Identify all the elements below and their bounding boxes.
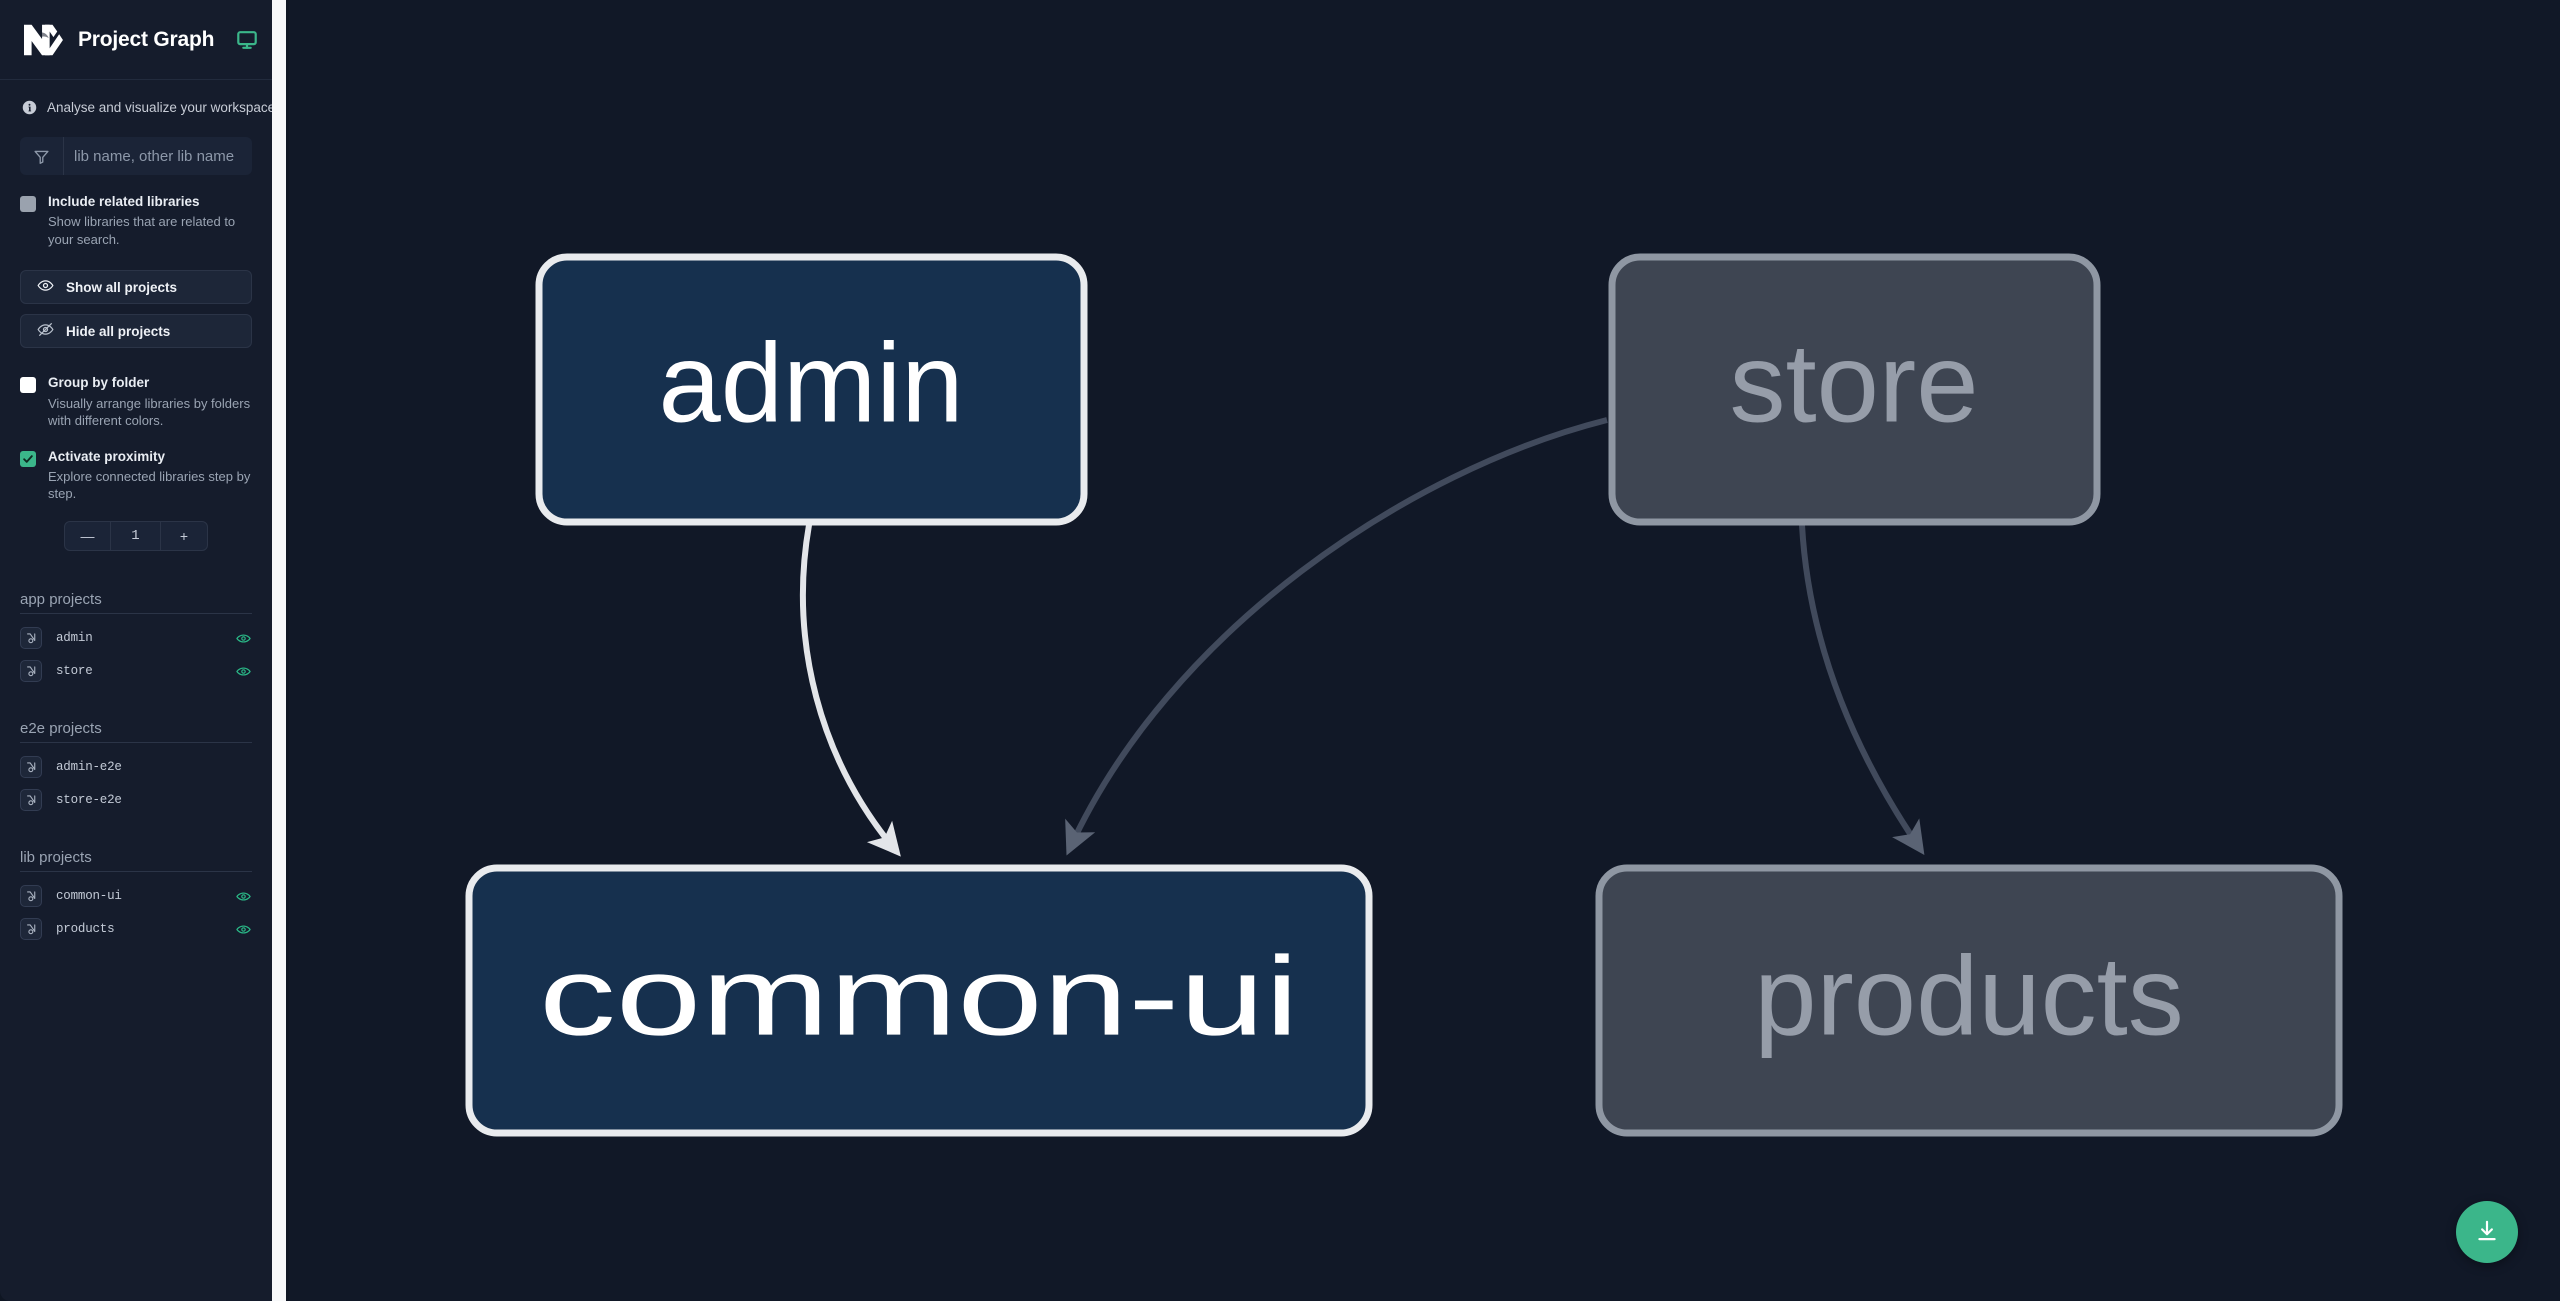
sidebar-gap <box>286 0 289 1301</box>
eye-icon[interactable] <box>235 630 252 647</box>
nx-project-icon <box>20 789 42 812</box>
eye-off-icon <box>37 321 54 341</box>
list-item[interactable]: admin-e2e <box>20 751 252 784</box>
list-item[interactable]: common-ui <box>20 880 252 913</box>
project-list: app projects admin <box>0 591 272 946</box>
eye-icon[interactable] <box>235 921 252 938</box>
download-button[interactable] <box>2456 1201 2518 1263</box>
list-item[interactable]: store <box>20 655 252 688</box>
sidebar-header: Project Graph <box>0 0 272 80</box>
node-label-store: store <box>1730 321 1979 446</box>
eye-icon[interactable] <box>235 663 252 680</box>
option-description: Visually arrange libraries by folders wi… <box>48 395 251 429</box>
graph-node-products[interactable]: products <box>1595 864 2343 1137</box>
eye-icon <box>37 277 54 297</box>
option-label: Activate proximity <box>48 448 166 464</box>
proximity-stepper[interactable]: — 1 + <box>64 520 208 551</box>
list-item[interactable]: store-e2e <box>20 784 252 817</box>
nx-project-icon <box>20 918 42 941</box>
option-description: Show libraries that are related to your … <box>48 214 236 247</box>
workspace-info-text: Analyse and visualize your workspace. <box>47 100 279 115</box>
checkbox-include-related-libraries[interactable] <box>20 196 36 212</box>
search-input[interactable] <box>64 137 252 175</box>
node-label-products: products <box>1754 934 2184 1059</box>
graph-edges <box>799 417 1925 857</box>
nx-project-icon <box>20 885 42 908</box>
hide-all-projects-button[interactable]: Hide all projects <box>20 314 252 349</box>
edge-store-to-products <box>1799 524 1925 855</box>
sidebar-resize-handle[interactable] <box>272 0 286 1301</box>
info-icon <box>22 100 37 115</box>
graph-node-common-ui[interactable]: common-ui <box>465 864 1373 1137</box>
option-include-related-libraries[interactable]: Include related libraries Show libraries… <box>0 193 272 248</box>
sidebar: Project Graph Analyse and visualize your… <box>0 0 279 1301</box>
checkbox-activate-proximity[interactable] <box>20 450 36 467</box>
filter-icon <box>20 137 64 175</box>
node-label-common-ui: common-ui <box>539 934 1299 1059</box>
graph-node-store[interactable]: store <box>1608 253 2101 526</box>
group-title-lib-projects: lib projects <box>20 849 252 872</box>
hide-all-projects-label: Hide all projects <box>66 323 171 339</box>
show-all-projects-label: Show all projects <box>66 279 178 295</box>
project-name: admin <box>56 631 93 646</box>
project-name: products <box>56 922 115 937</box>
project-name: store-e2e <box>56 793 122 808</box>
nx-project-icon <box>20 756 42 779</box>
list-item[interactable]: admin <box>20 622 252 655</box>
download-icon <box>2474 1218 2500 1247</box>
edge-store-to-common-ui <box>1065 417 1608 856</box>
proximity-increase-button[interactable]: + <box>179 527 189 544</box>
option-activate-proximity[interactable]: Activate proximity Explore connected lib… <box>0 448 272 503</box>
option-description: Explore connected libraries step by step… <box>48 468 251 502</box>
proximity-stepper-wrap: — 1 + <box>0 520 272 551</box>
checkbox-group-by-folder[interactable] <box>20 377 36 394</box>
show-all-projects-button[interactable]: Show all projects <box>20 270 252 305</box>
monitor-icon[interactable] <box>236 29 258 51</box>
proximity-decrease-button[interactable]: — <box>65 521 111 550</box>
proximity-value: 1 <box>111 521 161 550</box>
graph-node-admin[interactable]: admin <box>535 253 1088 526</box>
search-bar[interactable] <box>20 137 252 175</box>
node-label-admin: admin <box>658 321 963 446</box>
option-group-by-folder[interactable]: Group by folder Visually arrange librari… <box>0 374 272 429</box>
nx-logo-icon <box>22 21 64 59</box>
graph-canvas[interactable]: admin store common-ui products <box>289 0 2560 1301</box>
group-title-app-projects: app projects <box>20 591 252 614</box>
project-name: admin-e2e <box>56 760 122 775</box>
option-label: Include related libraries <box>48 194 200 209</box>
page-title: Project Graph <box>78 27 215 51</box>
eye-icon[interactable] <box>235 888 252 905</box>
list-item[interactable]: products <box>20 913 252 946</box>
project-name: common-ui <box>56 889 122 904</box>
workspace-info: Analyse and visualize your workspace. <box>0 80 279 115</box>
nx-project-icon <box>20 627 42 650</box>
nx-project-icon <box>20 660 42 683</box>
group-title-e2e-projects: e2e projects <box>20 720 252 743</box>
project-name: store <box>56 664 93 679</box>
edge-admin-to-common-ui <box>799 524 901 857</box>
option-label: Group by folder <box>48 375 150 391</box>
